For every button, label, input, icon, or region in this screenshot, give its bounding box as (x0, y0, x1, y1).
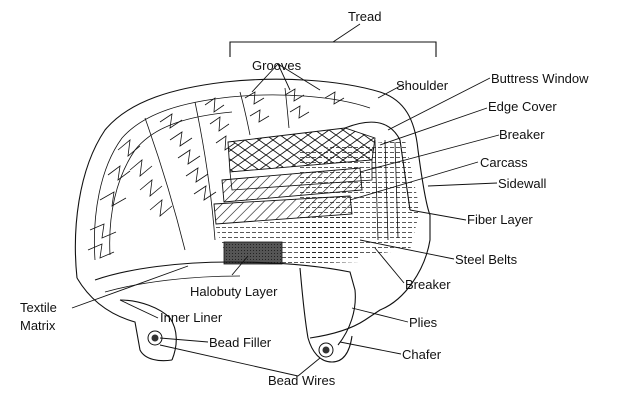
label-shoulder: Shoulder (396, 78, 449, 93)
label-fiber-layer: Fiber Layer (467, 212, 533, 227)
tire-drawing (75, 79, 430, 362)
label-grooves: Grooves (252, 58, 302, 73)
label-textile-matrix-line2: Matrix (20, 318, 56, 333)
label-steel-belts: Steel Belts (455, 252, 518, 267)
label-carcass: Carcass (480, 155, 528, 170)
label-edge-cover: Edge Cover (488, 99, 557, 114)
label-textile-matrix-line1: Textile (20, 300, 57, 315)
label-chafer: Chafer (402, 347, 442, 362)
label-tread: Tread (348, 9, 381, 24)
bead-right (308, 336, 352, 362)
label-breaker-top: Breaker (499, 127, 545, 142)
label-buttress-window: Buttress Window (491, 71, 589, 86)
label-halobuty-layer: Halobuty Layer (190, 284, 278, 299)
tread-bracket (230, 42, 436, 57)
label-bead-wires: Bead Wires (268, 373, 336, 388)
label-inner-liner: Inner Liner (160, 310, 223, 325)
label-sidewall: Sidewall (498, 176, 547, 191)
label-breaker-bottom: Breaker (405, 277, 451, 292)
bead-left (148, 331, 162, 345)
halobuty-block (224, 242, 282, 264)
label-plies: Plies (409, 315, 438, 330)
label-bead-filler: Bead Filler (209, 335, 272, 350)
